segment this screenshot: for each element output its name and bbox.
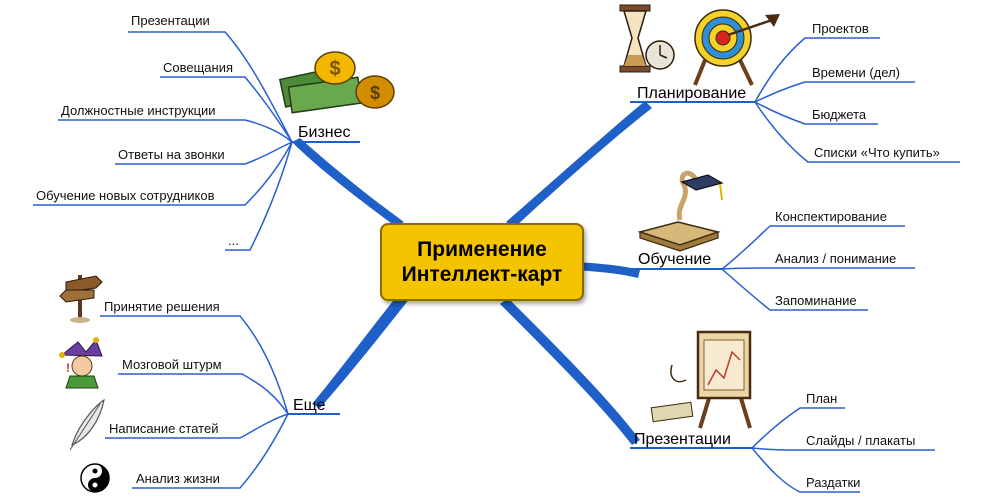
branch-business: Бизнес — [298, 124, 351, 141]
leaf-learning-memorize: Запоминание — [775, 293, 857, 308]
svg-text:$: $ — [370, 83, 380, 103]
central-topic-line1: Применение — [417, 238, 547, 261]
leaf-business-calls: Ответы на звонки — [118, 147, 225, 162]
feather-icon — [69, 398, 105, 451]
leaf-planning-projects: Проектов — [812, 21, 869, 36]
leaf-more-life-analysis: Анализ жизни — [136, 471, 220, 486]
branch-presentations: Презентации — [634, 431, 731, 448]
leaf-business-more: ... — [228, 233, 239, 248]
trunk-learning — [576, 262, 640, 278]
leaf-presentations-slides: Слайды / плакаты — [806, 433, 916, 448]
branch-underlines — [288, 101, 755, 449]
easel-icon — [650, 330, 752, 429]
trunk-planning — [506, 101, 652, 228]
branch-more: Еще — [293, 397, 326, 414]
leaf-lines-business — [33, 31, 293, 251]
leaf-lines-presentations — [751, 407, 935, 493]
leaf-planning-budget: Бюджета — [812, 107, 867, 122]
money-icon: $ $ — [278, 51, 395, 114]
branch-learning: Обучение — [638, 251, 712, 268]
signpost-icon — [59, 275, 103, 323]
leaf-more-brainstorm: Мозговой штурм — [122, 357, 222, 372]
svg-text:!: ! — [66, 361, 70, 375]
book-icon — [637, 170, 724, 252]
leaf-more-writing: Написание статей — [109, 421, 219, 436]
leaf-learning-analysis: Анализ / понимание — [775, 251, 897, 266]
leaf-presentations-plan: План — [806, 391, 838, 406]
leaf-planning-time: Времени (дел) — [812, 65, 900, 80]
branch-planning: Планирование — [637, 85, 747, 102]
leaf-business-onboarding: Обучение новых сотрудников — [36, 188, 215, 203]
svg-text:$: $ — [329, 58, 340, 80]
trunk-business — [292, 138, 404, 226]
leaf-lines-learning — [721, 225, 915, 311]
central-topic-line2: Интеллект-карт — [401, 263, 563, 286]
trunk-lines — [292, 101, 652, 445]
leaf-business-meetings: Совещания — [163, 60, 234, 75]
leaf-lines-more — [100, 315, 289, 489]
leaf-lines-planning — [754, 37, 960, 163]
trunk-more — [312, 292, 410, 408]
trunk-presentations — [500, 298, 640, 445]
jester-icon: ! — [59, 337, 103, 389]
leaf-business-job-instructions: Должностные инструкции — [61, 103, 216, 118]
central-topic: Применение Интеллект-карт — [380, 223, 584, 301]
leaf-planning-shopping: Списки «Что купить» — [814, 145, 940, 160]
target-icon — [693, 9, 780, 86]
hourglass-icon — [619, 4, 675, 73]
leaf-presentations-handouts: Раздатки — [806, 475, 861, 490]
leaf-more-decision: Принятие решения — [104, 299, 220, 314]
leaf-learning-notes: Конспектирование — [775, 209, 887, 224]
yin-yang-icon — [80, 463, 110, 493]
leaf-business-presentations: Презентации — [131, 13, 210, 28]
